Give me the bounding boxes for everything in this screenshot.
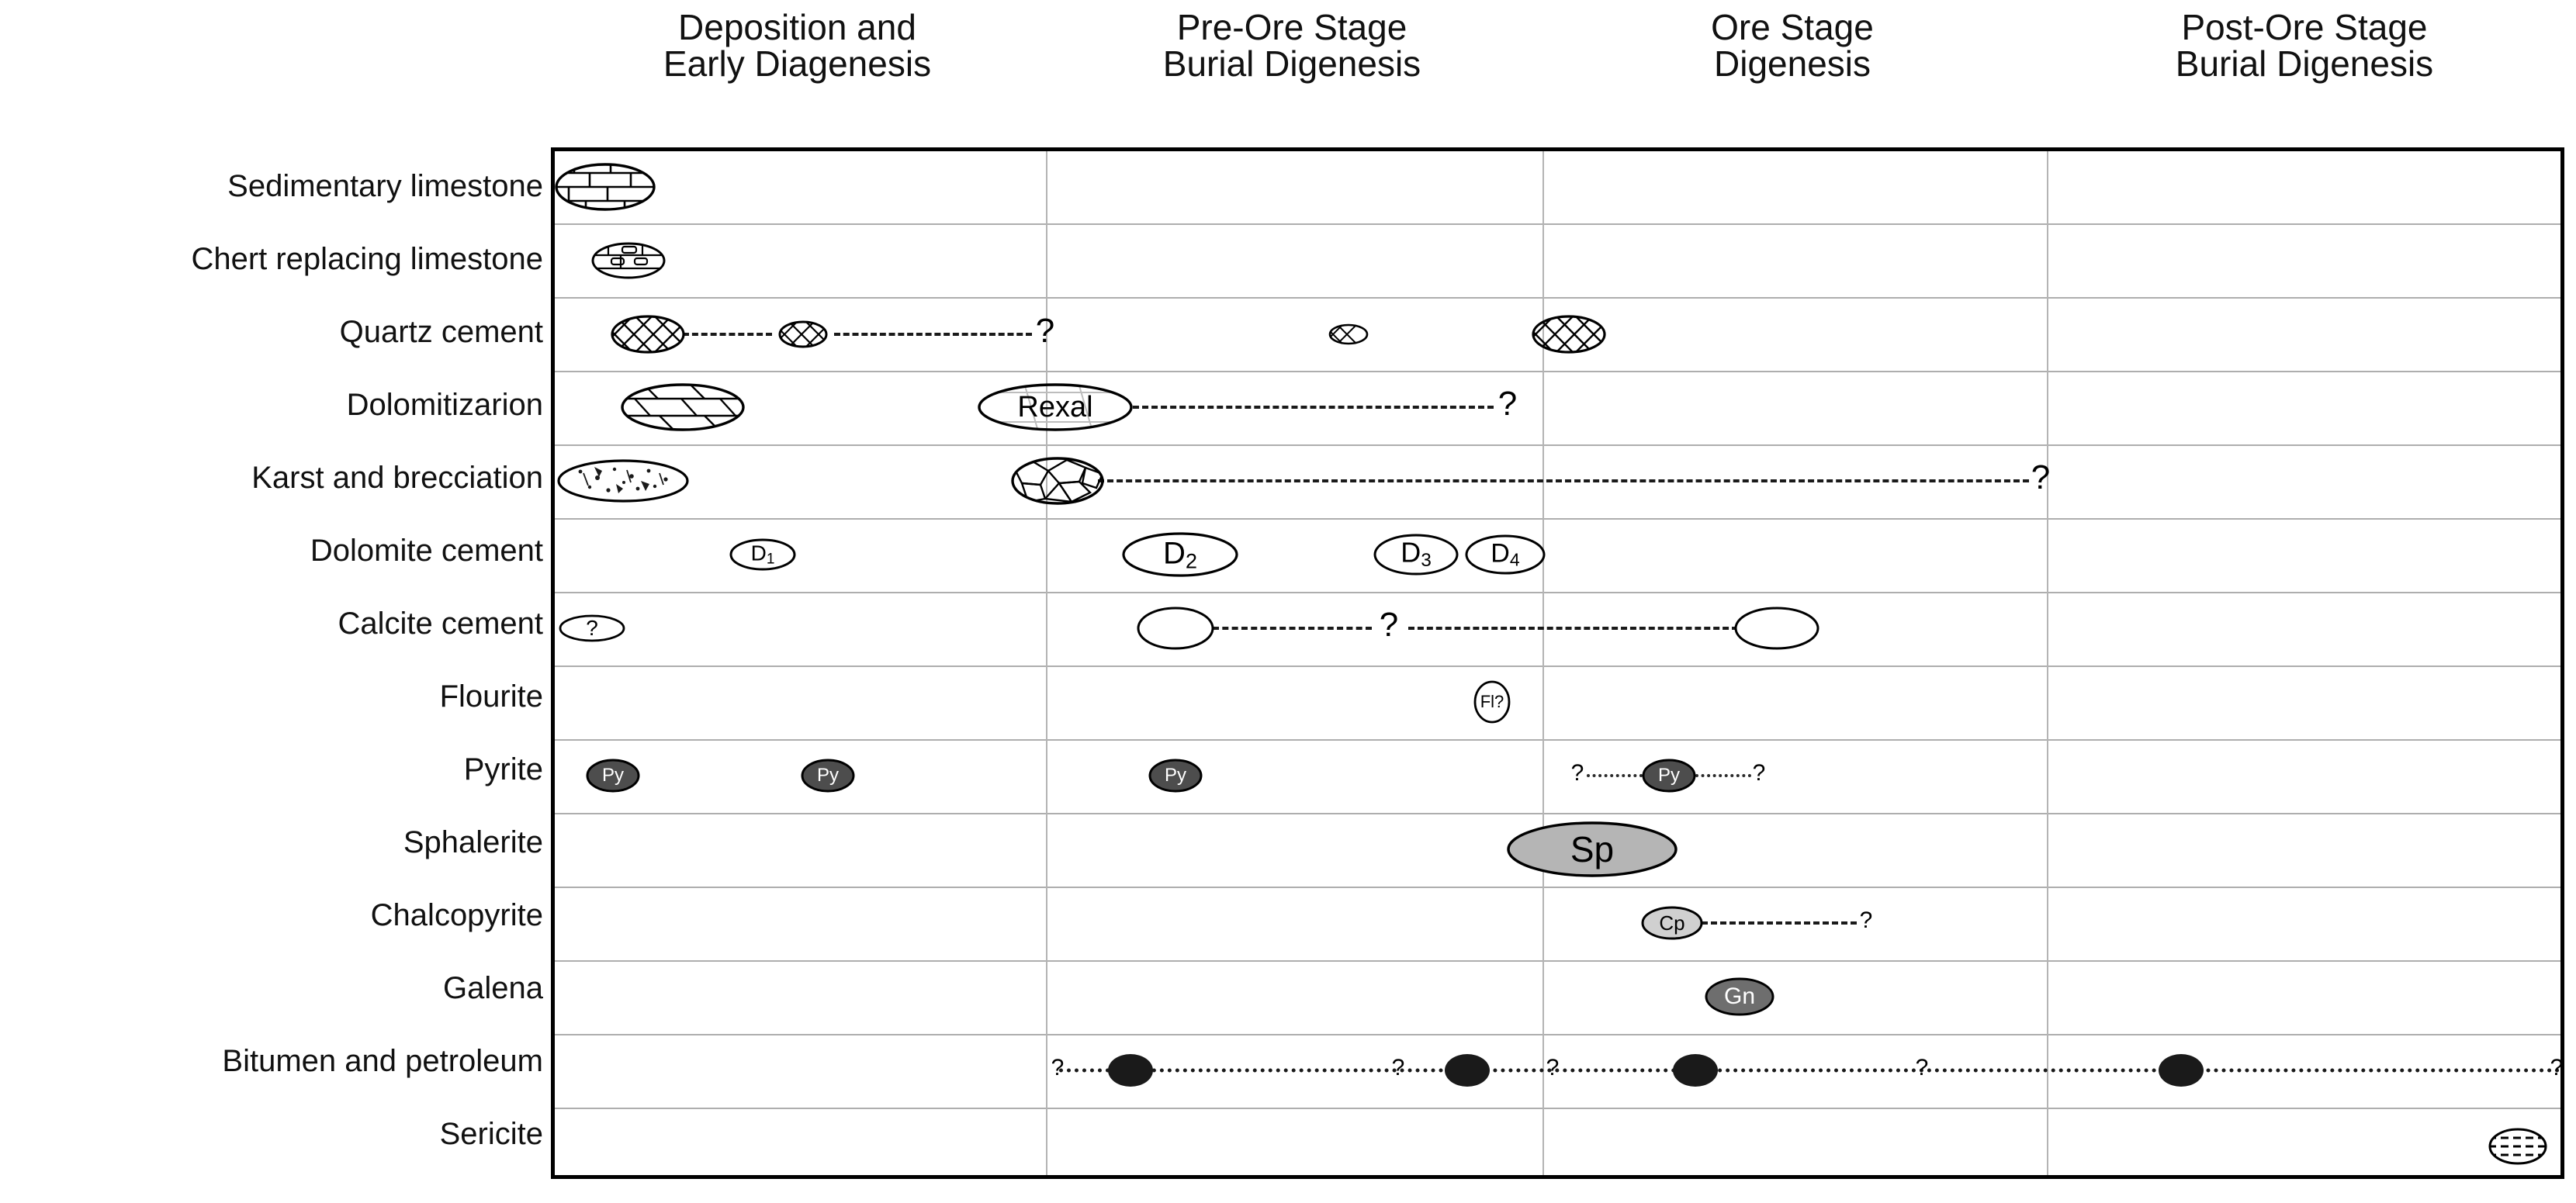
bitumen-uncertainty-marker-3: ? (1546, 1055, 1560, 1080)
symbol-calcite-open-ellipse-2 (1734, 607, 1819, 650)
column-header-ore: Ore Stage Digenesis (1540, 9, 2045, 82)
quartz-uncertainty-marker-1: ? (1035, 312, 1055, 350)
connector-bitumen-full (1059, 1068, 2560, 1073)
column-header-line2: Digenesis (1714, 43, 1871, 84)
symbol-quartz-crosshatch-2 (778, 320, 828, 348)
grid-hline (555, 665, 2560, 667)
symbol-chert-ellipse (591, 242, 666, 279)
connector-quartz-1 (683, 333, 772, 336)
symbol-limestone-brick-ellipse (555, 163, 656, 211)
row-label-pyrite: Pyrite (463, 752, 543, 786)
symbols-layer: ? (555, 151, 2563, 1175)
grid-hline (555, 518, 2560, 520)
symbol-dolomite-cement-d4: D4 (1465, 534, 1546, 575)
symbol-breccia-ellipse-2 (1011, 457, 1104, 505)
connector-calcite-2 (1408, 627, 1738, 630)
symbol-bitumen-4 (2157, 1053, 2205, 1088)
row-label-bitumen-and-petroleum: Bitumen and petroleum (222, 1044, 543, 1078)
row-label-dolomitizarion: Dolomitizarion (346, 388, 543, 422)
symbol-pyrite-4: Py (1642, 759, 1696, 793)
symbol-quartz-crosshatch-1 (611, 315, 685, 354)
column-header-line1: Ore Stage (1711, 7, 1874, 47)
row-label-sericite: Sericite (439, 1117, 543, 1151)
grid-hline (555, 223, 2560, 225)
grid-hline (555, 297, 2560, 299)
grid-hline (555, 739, 2560, 741)
bitumen-uncertainty-marker-1: ? (1051, 1055, 1065, 1080)
dolomitization-uncertainty-marker: ? (1497, 385, 1518, 423)
symbol-galena: Gn (1705, 977, 1774, 1016)
symbol-pyrite-2: Py (801, 759, 855, 793)
connector-chalcopyrite (1702, 921, 1857, 925)
grid-hline (555, 444, 2560, 446)
row-label-quartz-cement: Quartz cement (339, 315, 543, 349)
connector-pyrite-right (1695, 774, 1751, 777)
symbol-dolomite-cement-d3: D3 (1373, 534, 1459, 576)
calcite-uncertainty-marker: ? (1379, 606, 1399, 644)
grid-hline (555, 1034, 2560, 1035)
connector-dolomitization (1133, 406, 1494, 409)
column-header-line1: Deposition and (678, 7, 916, 47)
row-label-calcite-cement: Calcite cement (338, 607, 543, 641)
symbol-sericite-ellipse (2488, 1128, 2547, 1165)
symbol-chalcopyrite: Cp (1641, 906, 1703, 940)
symbol-dolomite-cement-d1: D1 (729, 538, 796, 571)
symbol-quartz-crosshatch-4 (1532, 315, 1606, 354)
symbol-flourite-ellipse: Fl? (1473, 680, 1511, 724)
row-label-chalcopyrite: Chalcopyrite (370, 898, 543, 932)
symbol-pyrite-1: Py (586, 759, 640, 793)
row-label-dolomite-cement: Dolomite cement (310, 534, 543, 568)
column-header-deposition: Deposition and Early Diagenesis (551, 9, 1044, 82)
symbol-calcite-query-ellipse: ? (559, 614, 625, 642)
karst-uncertainty-marker: ? (2031, 458, 2051, 496)
symbol-dolomite-cement-d2: D2 (1122, 532, 1238, 577)
grid-vline-col1-col2 (1046, 151, 1047, 1175)
bitumen-uncertainty-marker-4: ? (1915, 1055, 1929, 1080)
symbol-dolomite-rhomb-ellipse (621, 383, 745, 431)
symbol-pyrite-3: Py (1148, 759, 1203, 793)
row-label-sphalerite: Sphalerite (403, 825, 543, 859)
connector-pyrite-left (1587, 774, 1643, 777)
column-header-pre-ore: Pre-Ore Stage Burial Digenesis (1044, 9, 1540, 82)
bitumen-uncertainty-marker-2: ? (1391, 1055, 1405, 1080)
pyrite-uncertainty-marker-left: ? (1570, 760, 1584, 786)
grid-hline (555, 960, 2560, 962)
grid-hline (555, 1108, 2560, 1109)
row-label-karst-and-brecciation: Karst and brecciation (251, 461, 543, 495)
symbol-sphalerite: Sp (1507, 821, 1678, 877)
grid-hline (555, 813, 2560, 814)
symbol-breccia-ellipse-1 (557, 459, 689, 503)
row-label-sedimentary-limestone: Sedimentary limestone (227, 169, 543, 203)
column-header-post-ore: Post-Ore Stage Burial Digenesis (2045, 9, 2564, 82)
pyrite-uncertainty-marker-right: ? (1752, 760, 1766, 786)
grid-vline-col3-col4 (2047, 151, 2048, 1175)
chalcopyrite-uncertainty-marker: ? (1859, 907, 1873, 933)
connector-calcite-1 (1213, 627, 1372, 630)
symbol-bitumen-3 (1671, 1053, 1719, 1088)
symbol-rexal-ellipse: Rexal (978, 383, 1133, 431)
symbol-bitumen-2 (1443, 1053, 1491, 1088)
grid-vline-col2-col3 (1542, 151, 1544, 1175)
connector-karst (1098, 479, 2029, 482)
row-label-chert-replacing-limestone: Chert replacing limestone (191, 242, 543, 276)
symbol-bitumen-1 (1106, 1053, 1155, 1088)
column-header-line2: Burial Digenesis (1162, 43, 1421, 84)
column-header-line1: Post-Ore Stage (2181, 7, 2428, 47)
column-header-line2: Burial Digenesis (2175, 43, 2434, 84)
symbol-quartz-crosshatch-3 (1328, 323, 1369, 345)
connector-quartz-2 (834, 333, 1032, 336)
column-header-line1: Pre-Ore Stage (1176, 7, 1407, 47)
row-label-galena: Galena (443, 971, 543, 1005)
grid-hline (555, 371, 2560, 372)
grid-hline (555, 887, 2560, 888)
symbol-calcite-open-ellipse-1 (1137, 607, 1214, 650)
chart-grid: ? (551, 147, 2564, 1179)
row-label-flourite: Flourite (439, 679, 543, 714)
grid-hline (555, 592, 2560, 593)
column-header-line2: Early Diagenesis (663, 43, 932, 84)
bitumen-uncertainty-marker-5: ? (2550, 1055, 2564, 1080)
